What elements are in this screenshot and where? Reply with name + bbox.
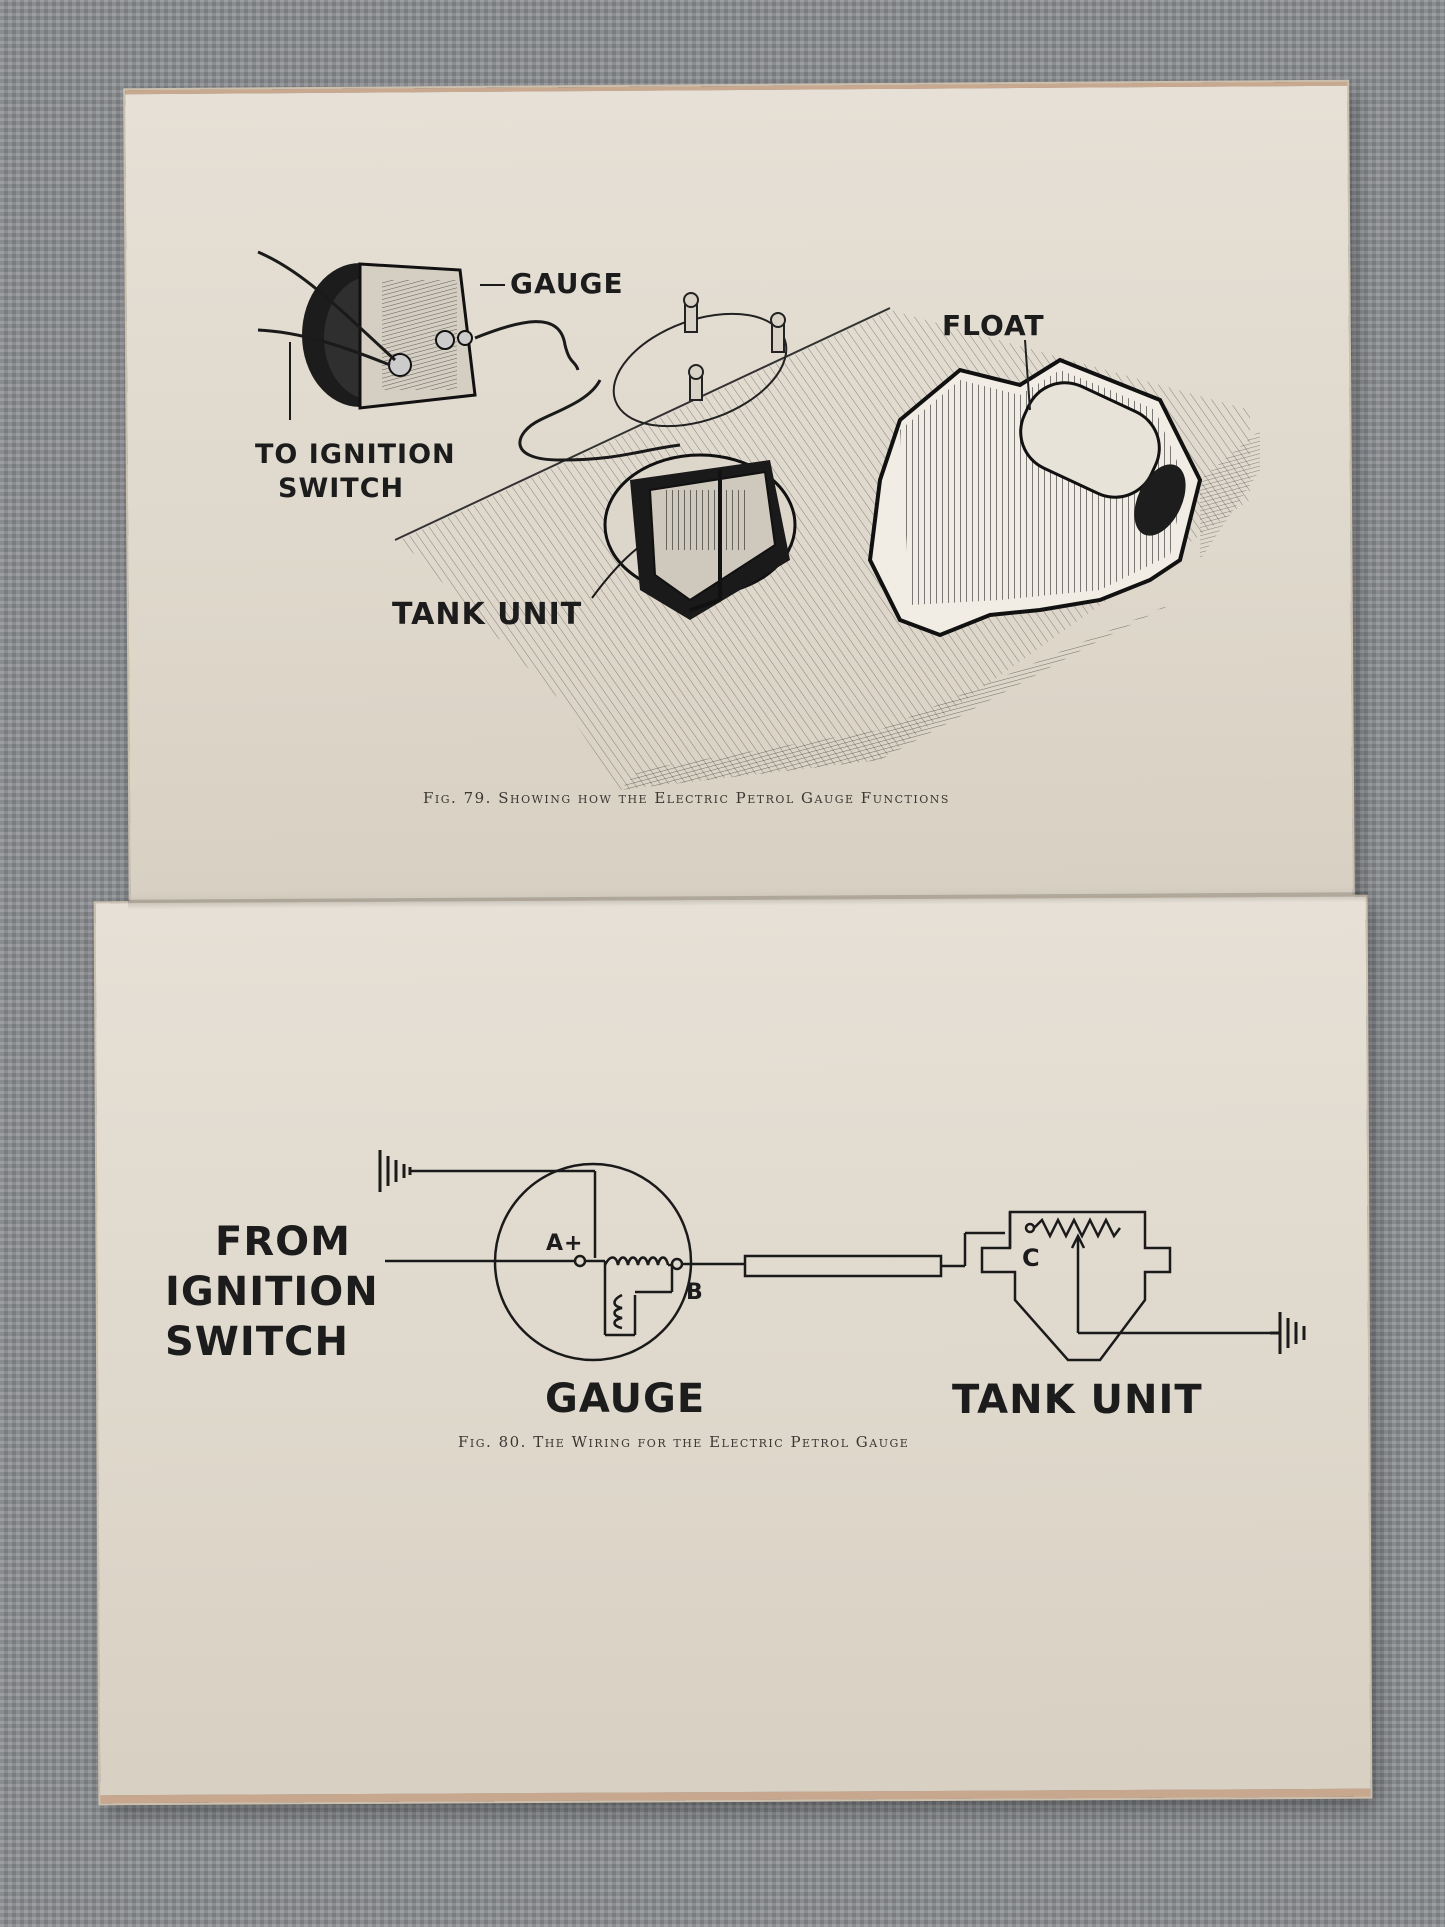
fig79-label-gauge: GAUGE xyxy=(510,267,624,300)
fig79-label-float: FLOAT xyxy=(942,309,1045,342)
fig79-caption: Fig. 79. Showing how the Electric Petrol… xyxy=(423,789,950,807)
fig79-label-to-ignition: TO IGNITION xyxy=(255,439,456,470)
fig80-label-gauge: GAUGE xyxy=(545,1376,705,1422)
fuel-tank-drawing xyxy=(394,307,1260,790)
tank-unit-drawing xyxy=(603,292,797,620)
fig80-label-switch: SWITCH xyxy=(165,1319,349,1365)
fig80-caption: Fig. 80. The Wiring for the Electric Pet… xyxy=(458,1433,910,1451)
connecting-tube xyxy=(743,1254,943,1278)
fig80-label-from: FROM xyxy=(215,1219,351,1265)
fig79-label-switch: SWITCH xyxy=(278,473,404,504)
gauge-coil-vertical xyxy=(613,1293,623,1330)
gauge-coil-horizontal xyxy=(603,1256,670,1266)
wiring-lines xyxy=(257,250,681,599)
fig80-label-ignition: IGNITION xyxy=(165,1269,379,1315)
float-cylinder xyxy=(1019,381,1186,536)
ground-icon-top xyxy=(378,1150,412,1192)
tank-unit-box xyxy=(980,1210,1172,1362)
terminal-a-label: A+ xyxy=(546,1231,583,1256)
terminal-c-label: C xyxy=(1022,1244,1041,1272)
ground-icon-bottom xyxy=(1270,1312,1306,1354)
fig79-label-tank-unit: TANK UNIT xyxy=(392,597,582,632)
terminal-b-label: B xyxy=(686,1280,704,1305)
tank-resistor xyxy=(1033,1217,1121,1239)
gauge-drawing xyxy=(302,262,477,410)
fig80-label-tank-unit: TANK UNIT xyxy=(952,1377,1203,1423)
